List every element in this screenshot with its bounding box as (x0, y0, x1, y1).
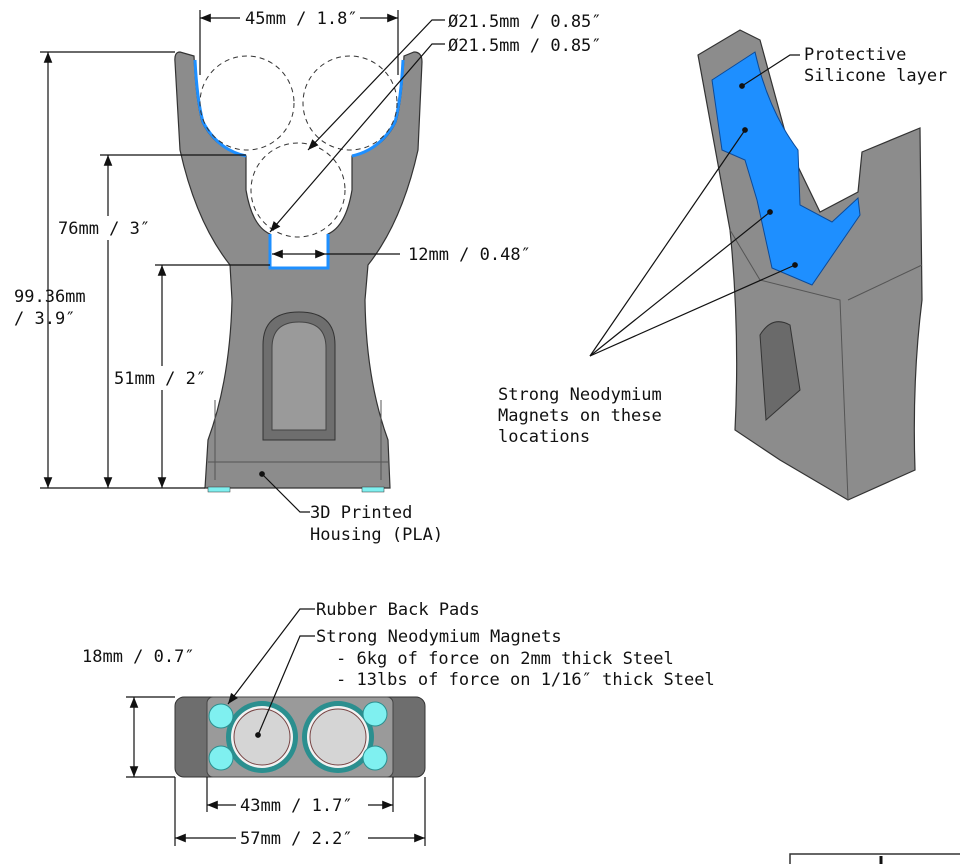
depth-label: 18mm / 0.7″ (82, 647, 195, 667)
magnets-label-3: locations (498, 427, 590, 447)
height-51-label: 51mm / 2″ (114, 369, 206, 389)
silicone-label-2: Silicone layer (804, 66, 947, 86)
diameter-label-2: Ø21.5mm / 0.85″ (448, 36, 602, 56)
magnet-right (302, 701, 374, 773)
iso-window (759, 321, 801, 422)
magnets-label-1: Strong Neodymium (498, 385, 662, 405)
inner-width-label: 43mm / 1.7″ (240, 796, 353, 816)
force-label-1: - 6kg of force on 2mm thick Steel (336, 649, 674, 669)
silicone-label-1: Protective (804, 45, 906, 65)
housing-label-2: Housing (PLA) (310, 525, 443, 545)
bottom-view: Rubber Back Pads Strong Neodymium Magnet… (82, 600, 715, 849)
silicone-layer (711, 51, 861, 286)
height-total-label-2: / 3.9″ (14, 309, 75, 329)
outer-width-label: 57mm / 2.2″ (240, 829, 353, 849)
front-view: 45mm / 1.8″ Ø21.5mm / 0.85″ Ø21.5mm / 0.… (14, 9, 602, 545)
rubber-pads (208, 701, 388, 771)
title-block-fragment (789, 853, 960, 864)
isometric-view: Protective Silicone layer Strong Neodymi… (498, 29, 947, 501)
magnets-bottom-label: Strong Neodymium Magnets (316, 627, 562, 647)
slot-width-label: 12mm / 0.48″ (408, 245, 531, 265)
force-label-2: - 13lbs of force on 1/16″ thick Steel (336, 670, 715, 690)
pads-label: Rubber Back Pads (316, 600, 480, 620)
diameter-label-1: Ø21.5mm / 0.85″ (448, 12, 602, 32)
magnet-left (226, 701, 298, 773)
height-76-label: 76mm / 3″ (58, 219, 150, 239)
width-45-label: 45mm / 1.8″ (245, 9, 358, 29)
height-total-label-1: 99.36mm (14, 287, 86, 307)
housing-label-1: 3D Printed (310, 503, 412, 523)
magnets-label-2: Magnets on these (498, 406, 662, 426)
housing-front (174, 51, 423, 489)
